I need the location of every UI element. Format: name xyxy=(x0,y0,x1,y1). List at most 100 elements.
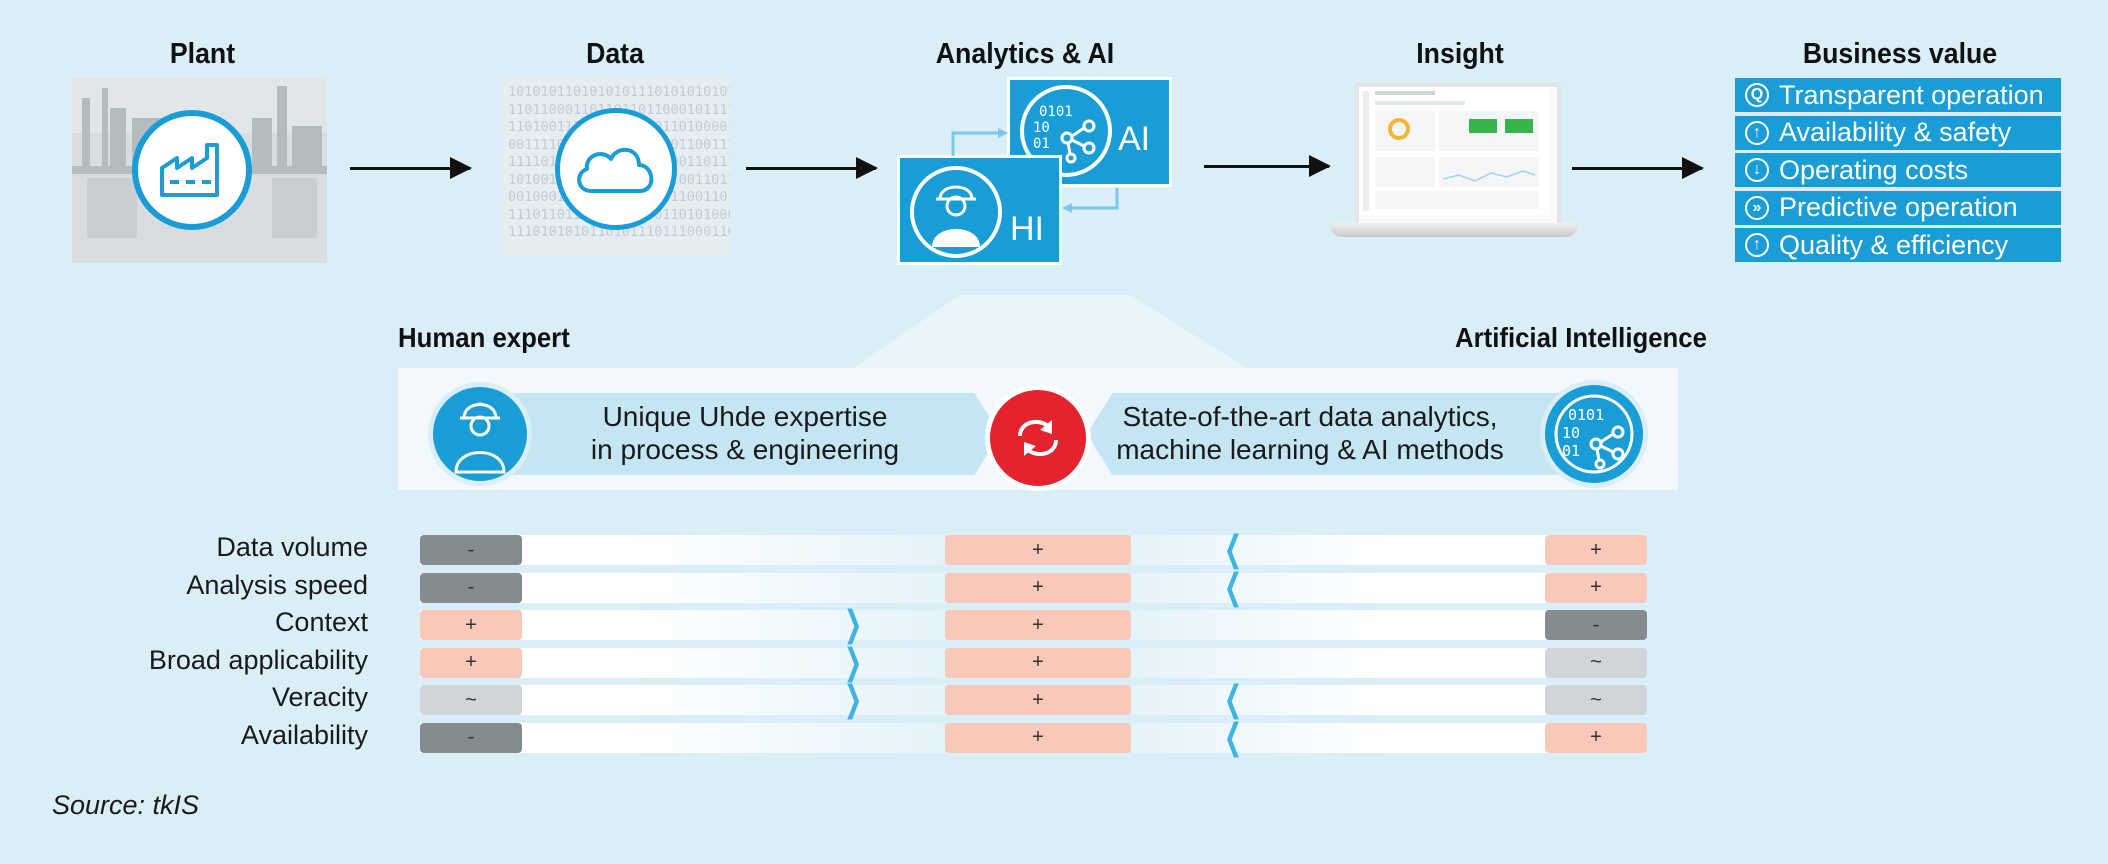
stage-title-analytics: Analytics & AI xyxy=(935,38,1115,70)
arrow-down-circle-icon: ↓ xyxy=(1745,158,1769,182)
business-value-item: Q Transparent operation xyxy=(1735,78,2061,112)
fast-forward-circle-icon: » xyxy=(1745,195,1769,220)
chevron-left-icon: ❮ xyxy=(1224,529,1243,570)
ai-method-badge: 0101 10 01 xyxy=(1540,380,1648,488)
combined-rating-cell: + xyxy=(945,610,1131,640)
chevron-right-icon: ❯ xyxy=(844,604,863,645)
svg-text:0101: 0101 xyxy=(1568,406,1604,424)
row-track-right xyxy=(1130,572,1560,603)
svg-text:01: 01 xyxy=(1562,442,1580,460)
business-value-label: Transparent operation xyxy=(1779,79,2044,110)
human-rating-cell: - xyxy=(420,572,522,603)
ai-rating-cell: ~ xyxy=(1545,647,1647,678)
row-label: Context xyxy=(274,607,368,637)
svg-text:10: 10 xyxy=(1562,424,1580,442)
cloud-icon xyxy=(577,148,654,193)
row-track-right xyxy=(1130,685,1560,715)
ai-label: AI xyxy=(1118,120,1151,158)
combined-rating-cell: + xyxy=(945,572,1131,603)
ai-banner xyxy=(1087,393,1597,475)
connector-wedge xyxy=(850,295,1250,370)
stage-title-data: Data xyxy=(586,38,644,70)
sync-icon xyxy=(1018,419,1058,457)
exchange-badge xyxy=(985,385,1091,491)
source-note: Source: tkIS xyxy=(52,790,200,820)
neural-network-icon: 0101 10 01 xyxy=(1033,104,1096,164)
plant-image xyxy=(72,78,327,263)
ai-rating-cell: - xyxy=(1545,610,1647,640)
combined-rating-cell: + xyxy=(945,647,1131,678)
ai-rating-cell: + xyxy=(1545,722,1647,753)
cloud-badge xyxy=(555,108,677,230)
row-label: Data volume xyxy=(216,532,368,562)
row-label: Analysis speed xyxy=(186,569,368,600)
human-rating-cell: + xyxy=(420,610,522,640)
factory-badge xyxy=(132,110,252,230)
combined-rating-cell: + xyxy=(945,535,1131,565)
hi-label: HI xyxy=(1010,210,1044,248)
row-track-right xyxy=(1130,535,1560,565)
human-expert-text-2: in process & engineering xyxy=(590,434,900,465)
combined-rating-cell: + xyxy=(945,722,1131,753)
laptop-screen xyxy=(1355,83,1561,227)
business-value-label: Predictive operation xyxy=(1779,192,2018,222)
ai-to-hi-arrow xyxy=(1062,188,1119,213)
arrow-up-circle-icon: ↑ xyxy=(1745,120,1769,145)
engineer-icon xyxy=(932,185,980,247)
engineer-icon xyxy=(454,402,506,474)
human-expert-text-1: Unique Uhde expertise xyxy=(602,401,888,432)
svg-text:0101: 0101 xyxy=(1039,104,1073,120)
ai-rating-cell: + xyxy=(1545,572,1647,603)
stage-title-plant: Plant xyxy=(169,38,236,70)
factory-icon xyxy=(160,143,219,197)
row-track-right xyxy=(1130,722,1560,753)
row-label: Availability xyxy=(240,719,368,750)
human-rating-cell: - xyxy=(420,722,522,753)
row-label: Broad applicability xyxy=(148,644,368,675)
ai-panel: 0101 10 01 AI xyxy=(1007,77,1172,187)
ai-text-1: State-of-the-art data analytics, xyxy=(1122,401,1498,432)
business-value-label: Availability & safety xyxy=(1779,117,2012,147)
arrow-plant-to-data xyxy=(350,157,472,179)
human-rating-cell: - xyxy=(420,535,522,565)
arrow-up-circle-icon: ↑ xyxy=(1745,233,1769,257)
arrow-insight-to-business xyxy=(1572,157,1704,179)
hi-badge xyxy=(910,166,1002,258)
arrow-data-to-analytics xyxy=(746,157,878,179)
chevron-right-icon: ❯ xyxy=(844,641,863,683)
row-track-right xyxy=(1130,610,1560,640)
business-value-item: ↑ Availability & safety xyxy=(1735,115,2061,150)
chevron-left-icon: ❮ xyxy=(1224,716,1243,758)
business-value-item: ↑ Quality & efficiency xyxy=(1735,228,2061,262)
chevron-right-icon: ❯ xyxy=(844,679,863,720)
row-track-right xyxy=(1130,647,1560,678)
stage-title-insight: Insight xyxy=(1416,38,1504,70)
laptop-base xyxy=(1330,223,1578,237)
hi-panel: HI xyxy=(897,155,1062,265)
human-rating-cell: ~ xyxy=(420,685,522,715)
human-rating-cell: + xyxy=(420,647,522,678)
dashboard-thumbnail xyxy=(1359,87,1549,215)
stage-title-business-value: Business value xyxy=(1802,38,1998,70)
business-value-label: Operating costs xyxy=(1779,154,1969,185)
svg-text:01: 01 xyxy=(1033,136,1050,152)
business-value-item: » Predictive operation xyxy=(1735,190,2061,225)
ai-text-2: machine learning & AI methods xyxy=(1116,434,1504,465)
business-value-label: Quality & efficiency xyxy=(1779,229,2009,260)
ai-rating-cell: + xyxy=(1545,535,1647,565)
ai-title: Artificial Intelligence xyxy=(1455,322,1707,353)
search-icon: Q xyxy=(1745,83,1769,107)
human-expert-title: Human expert xyxy=(398,322,570,353)
business-value-list: Q Transparent operation ↑ Availability & sa… xyxy=(1735,78,2061,266)
human-expert-banner xyxy=(490,393,1000,475)
neural-network-icon: 0101 10 01 xyxy=(1554,394,1634,474)
row-label: Veracity xyxy=(271,682,368,712)
chevron-left-icon: ❮ xyxy=(1224,566,1243,608)
hi-to-ai-arrow xyxy=(951,128,1008,156)
chevron-left-icon: ❮ xyxy=(1224,679,1243,720)
ai-rating-cell: ~ xyxy=(1545,685,1647,715)
svg-text:10: 10 xyxy=(1033,120,1050,136)
arrow-analytics-to-insight xyxy=(1204,155,1331,177)
data-image: 1010101101010101110101010101111100 11011… xyxy=(502,78,730,256)
human-expert-badge xyxy=(428,382,532,486)
